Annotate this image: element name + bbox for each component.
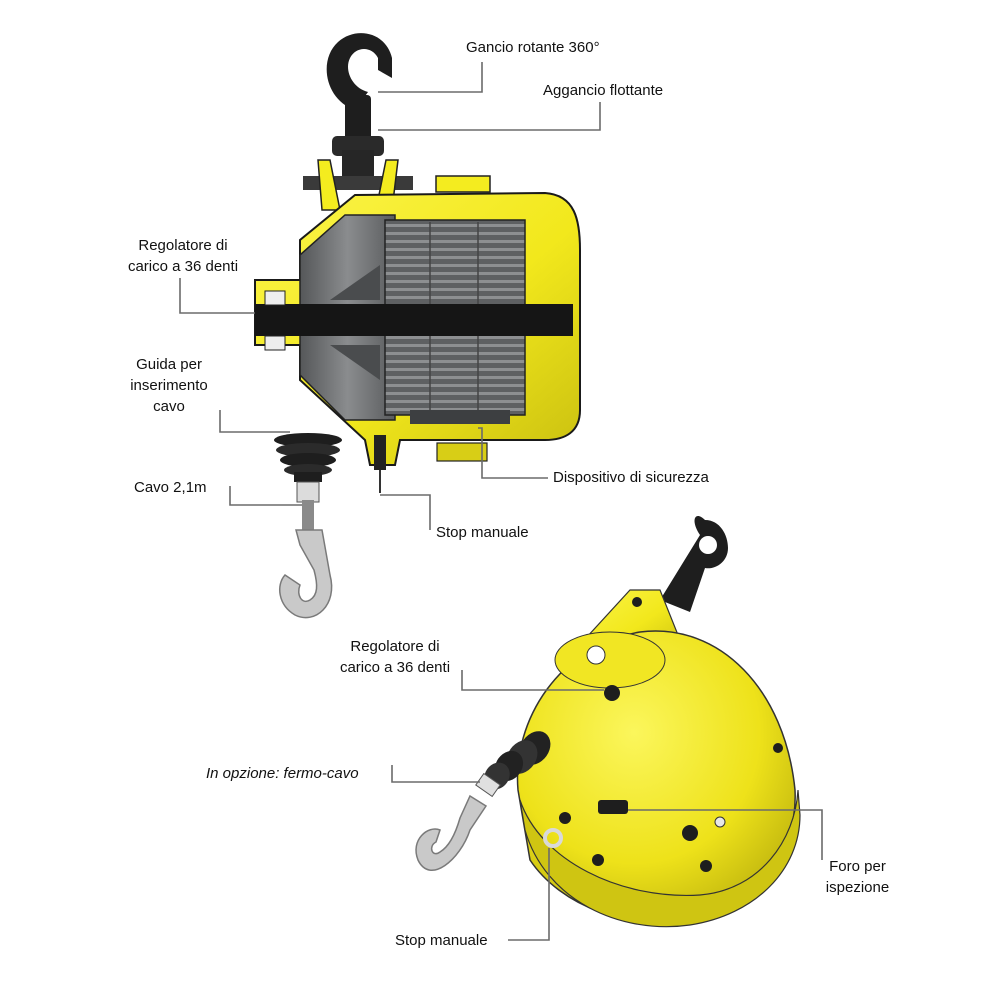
inspection-hole	[598, 800, 628, 814]
manual-stop-ring	[543, 828, 563, 848]
label-regulator-b: Regolatore di carico a 36 denti	[320, 636, 470, 678]
label-safety-device: Dispositivo di sicurezza	[553, 469, 709, 486]
label-load-regulator-line1: Regolatore di	[138, 237, 228, 254]
swivel-hook-icon	[326, 33, 392, 140]
label-cable-guide-line2: inserimento	[130, 377, 208, 394]
leader-load-regulator	[179, 278, 255, 314]
central-shaft	[255, 304, 573, 336]
label-load-regulator: Regolatore di carico a 36 denti	[118, 235, 248, 277]
leader-lines	[179, 62, 823, 941]
cable-guide-icon	[274, 433, 342, 503]
cross-section-view	[254, 33, 581, 619]
label-optional-cable-stop: In opzione: fermo-cavo	[206, 765, 359, 782]
leader-regulator-b	[461, 670, 604, 691]
leader-swivel-hook	[378, 62, 483, 93]
load-hook-icon	[278, 529, 333, 619]
label-regulator-b-line1: Regolatore di	[350, 638, 440, 655]
exterior-view	[415, 515, 801, 928]
label-cable: Cavo 2,1m	[134, 479, 207, 496]
label-manual-stop: Stop manuale	[436, 524, 529, 541]
cable-stop-icon	[475, 731, 551, 798]
suspension-ring-icon	[660, 515, 728, 612]
load-regulator-knob	[604, 685, 620, 701]
leader-inspection-hole	[628, 809, 823, 860]
label-floating-coupling: Aggancio flottante	[543, 82, 664, 99]
label-load-regulator-line2: carico a 36 denti	[127, 258, 239, 275]
leader-cable-guide	[219, 410, 290, 433]
leader-manual-stop-b	[508, 848, 550, 941]
leader-manual-stop	[380, 494, 431, 530]
leader-optional-cable-stop	[391, 765, 480, 783]
label-cable-guide-line3: cavo	[153, 398, 185, 415]
label-inspection-hole-line1: Foro per	[829, 858, 886, 875]
leader-floating-coupling	[378, 102, 601, 131]
exterior-load-hook-icon	[415, 794, 488, 871]
label-regulator-b-line2: carico a 36 denti	[339, 659, 451, 676]
label-swivel-hook: Gancio rotante 360°	[466, 39, 600, 56]
leader-cable	[229, 486, 302, 506]
cable	[302, 500, 314, 532]
label-manual-stop-b: Stop manuale	[395, 932, 488, 949]
leader-safety-device	[478, 427, 548, 479]
label-inspection-hole-line2: ispezione	[825, 879, 890, 896]
label-cable-guide: Guida per inserimento cavo	[118, 354, 220, 417]
label-inspection-hole: Foro per ispezione	[815, 856, 900, 898]
label-cable-guide-line1: Guida per	[136, 356, 202, 373]
